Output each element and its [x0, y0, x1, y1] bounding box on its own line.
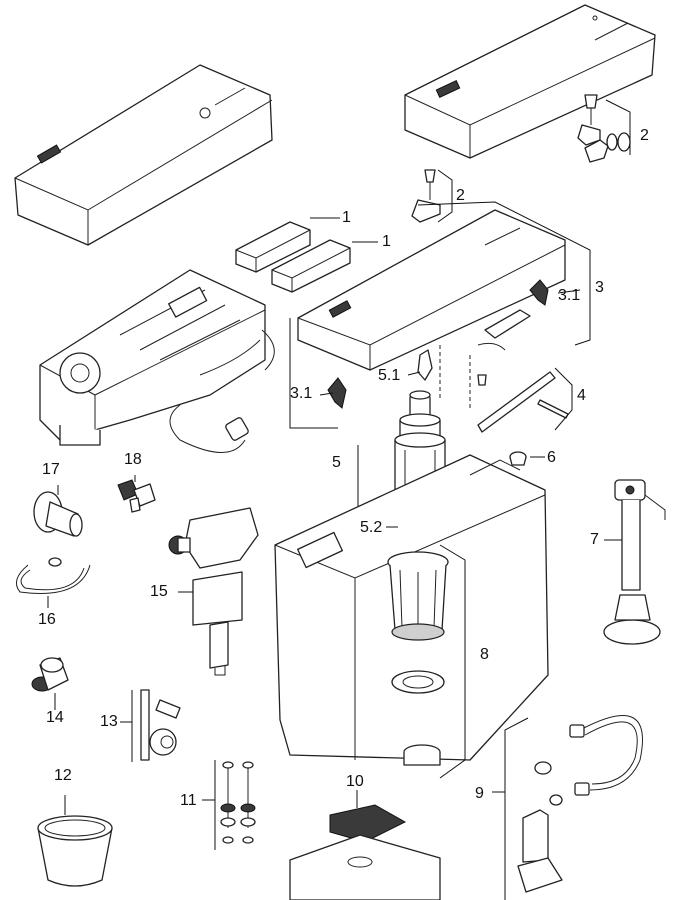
actuator-rod [477, 371, 569, 433]
bracket-2-middle [437, 169, 453, 223]
label-3-1-left: 3.1 [290, 385, 313, 402]
bracket-2-right [605, 99, 631, 155]
hook-5-1 [417, 349, 433, 381]
tube-16 [15, 557, 91, 594]
adapter-14 [31, 657, 69, 692]
insulation-pads [235, 221, 351, 293]
cover-mechanism-parts [477, 309, 531, 386]
nut-6 [509, 451, 527, 466]
main-cistern-cover [297, 209, 566, 371]
bracket-3-right [417, 201, 591, 346]
cistern-cover-left [14, 64, 273, 246]
label-3-1-right: 3.1 [558, 287, 581, 304]
label-3: 3 [595, 279, 604, 296]
clip-3-1-left [327, 377, 347, 409]
label-5-1: 5.1 [378, 367, 401, 384]
bracket-4 [554, 367, 573, 431]
label-4: 4 [577, 387, 586, 404]
clip-3-1-right [529, 279, 549, 306]
label-7: 7 [590, 531, 599, 548]
label-9: 9 [475, 785, 484, 802]
label-8: 8 [480, 646, 489, 663]
label-1b: 1 [382, 233, 391, 250]
overflow-cage [387, 551, 449, 766]
label-17: 17 [42, 461, 60, 478]
label-12: 12 [54, 767, 72, 784]
connection-set-9 [517, 715, 643, 893]
flush-actuator-7 [603, 479, 666, 645]
leader-lines [47, 217, 622, 815]
fixing-screws-11 [220, 761, 256, 844]
bracket-8 [439, 544, 466, 779]
cover-screw-set-middle [411, 169, 441, 223]
label-14: 14 [46, 709, 64, 726]
label-18: 18 [124, 451, 142, 468]
fill-valve-15 [168, 507, 259, 676]
label-11: 11 [180, 792, 197, 809]
label-16: 16 [38, 611, 56, 628]
valve-connector-18 [117, 479, 156, 513]
bracket-3-left [289, 318, 338, 429]
label-10: 10 [346, 773, 364, 790]
label-1a: 1 [342, 209, 351, 226]
label-5: 5 [332, 454, 341, 471]
bracket-9 [504, 717, 529, 900]
label-5-2: 5.2 [360, 519, 383, 536]
label-13: 13 [100, 713, 118, 730]
cistern-cover-right [404, 4, 656, 159]
cistern-frame-assembly [39, 269, 275, 453]
seal-plate-10 [289, 804, 441, 900]
label-2b: 2 [640, 127, 649, 144]
cover-screw-set-right [577, 94, 631, 163]
cap-12 [37, 815, 113, 887]
label-2a: 2 [456, 187, 465, 204]
label-15: 15 [150, 583, 168, 600]
stopper-set-13 [140, 689, 181, 761]
connector-17 [33, 491, 83, 537]
label-6: 6 [547, 449, 556, 466]
assembly-guide-lines [439, 345, 471, 410]
